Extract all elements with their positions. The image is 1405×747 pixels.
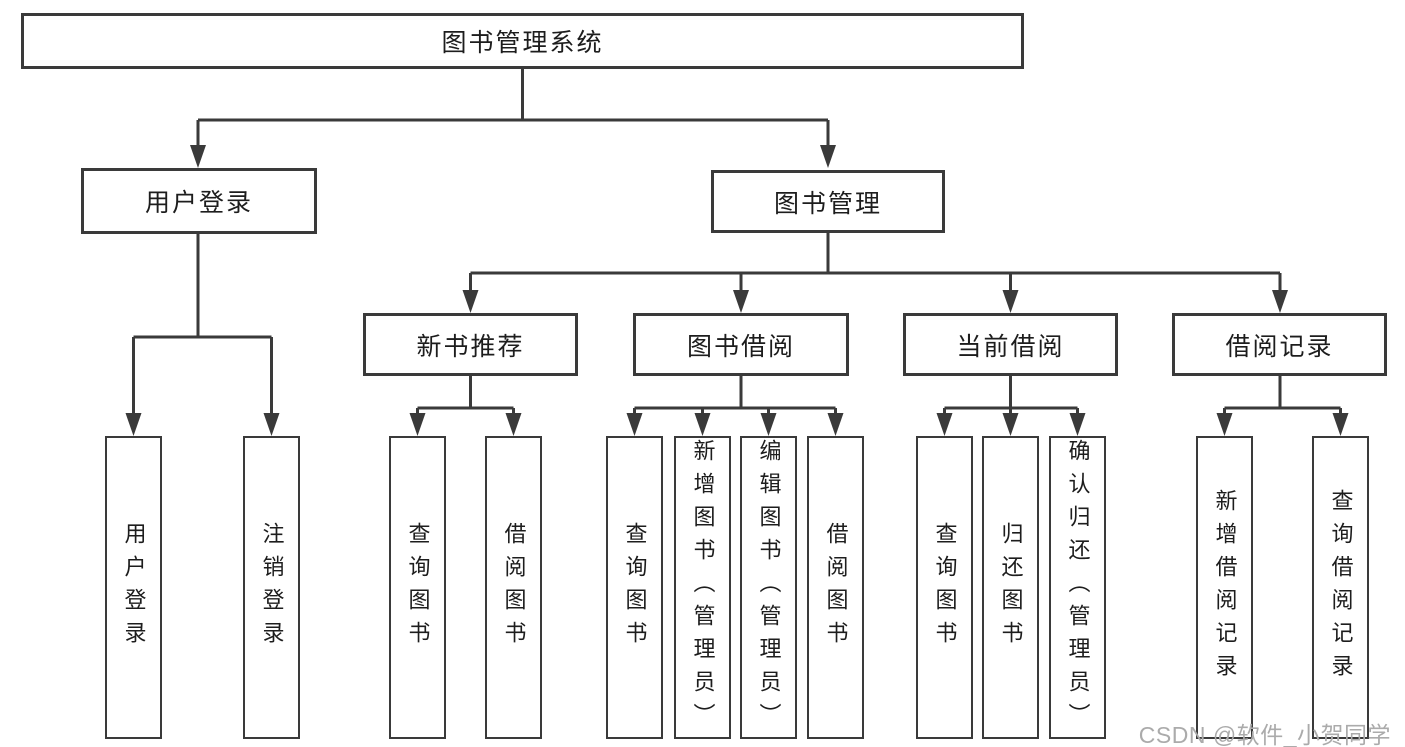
connector-root-to-level2 — [196, 69, 830, 150]
connector-current-borrow-to-children — [943, 376, 1079, 418]
arrowhead — [1272, 290, 1288, 313]
arrowhead — [1002, 290, 1019, 313]
leaf-add-borrow-record: 新增借阅记录 — [1196, 436, 1253, 739]
connector-book-borrow-to-children — [633, 376, 837, 418]
node-user-login: 用户登录 — [81, 168, 317, 234]
connector-new-book-recommend-to-children — [416, 376, 515, 418]
arrowhead — [733, 290, 749, 313]
node-label: 当前借阅 — [956, 332, 1065, 361]
connector-borrow-records-to-children — [1223, 376, 1342, 418]
leaf-label: 查询借阅记录 — [1328, 488, 1354, 687]
leaf-label: 确认归还（管理员） — [1065, 439, 1091, 736]
arrowhead — [827, 413, 844, 436]
arrowhead — [1216, 413, 1233, 436]
leaf-borrow-books-recommend: 借阅图书 — [485, 436, 542, 739]
leaf-label: 用户登录 — [121, 521, 147, 654]
leaf-label: 查询图书 — [405, 521, 431, 654]
arrowhead — [190, 145, 206, 168]
node-new-book-recommend: 新书推荐 — [363, 313, 578, 376]
leaf-label: 编辑图书（管理员） — [756, 439, 782, 736]
node-book-borrow: 图书借阅 — [633, 313, 849, 376]
leaf-return-books: 归还图书 — [982, 436, 1039, 739]
leaf-query-books-current: 查询图书 — [916, 436, 973, 739]
node-label: 新书推荐 — [416, 332, 525, 361]
leaf-user-login: 用户登录 — [105, 436, 162, 739]
leaf-label: 查询图书 — [622, 521, 648, 654]
leaf-label: 新增借阅记录 — [1212, 488, 1238, 687]
connector-book-management-to-groups — [469, 233, 1282, 295]
leaf-label: 借阅图书 — [501, 521, 527, 654]
arrowhead — [760, 413, 777, 436]
arrowhead — [505, 413, 522, 436]
leaf-label: 归还图书 — [998, 521, 1024, 654]
node-borrow-records: 借阅记录 — [1172, 313, 1387, 376]
node-label: 图书管理 — [773, 189, 882, 218]
leaf-logout-login: 注销登录 — [243, 436, 300, 739]
arrowhead — [125, 413, 142, 436]
arrowhead — [936, 413, 953, 436]
arrowhead — [263, 413, 280, 436]
watermark: CSDN @软件_小贺同学 — [1138, 722, 1391, 747]
arrowhead — [409, 413, 426, 436]
arrowhead — [1069, 413, 1086, 436]
arrowhead — [1002, 413, 1019, 436]
arrowhead — [820, 145, 836, 168]
leaf-query-books-recommend: 查询图书 — [389, 436, 446, 739]
leaf-borrow-books-borrow: 借阅图书 — [807, 436, 864, 739]
node-label: 用户登录 — [144, 189, 253, 217]
arrowhead — [1332, 413, 1349, 436]
node-library-system: 图书管理系统 — [21, 13, 1024, 69]
arrowhead — [462, 290, 479, 313]
leaf-query-borrow-record: 查询借阅记录 — [1312, 436, 1369, 739]
leaf-edit-book-admin: 编辑图书（管理员） — [740, 436, 797, 739]
node-label: 图书管理系统 — [441, 29, 604, 57]
leaf-label: 借阅图书 — [823, 521, 849, 654]
connector-user-login-to-children — [132, 234, 273, 418]
node-book-management: 图书管理 — [711, 170, 945, 233]
leaf-label: 查询图书 — [932, 521, 958, 654]
leaf-confirm-return-admin: 确认归还（管理员） — [1049, 436, 1106, 739]
leaf-label: 注销登录 — [259, 521, 285, 654]
node-current-borrow: 当前借阅 — [903, 313, 1118, 376]
leaf-label: 新增图书（管理员） — [690, 439, 716, 736]
leaf-query-books-borrow: 查询图书 — [606, 436, 663, 739]
node-label: 图书借阅 — [686, 332, 795, 361]
node-label: 借阅记录 — [1225, 332, 1334, 361]
arrowhead — [694, 413, 711, 436]
leaf-add-book-admin: 新增图书（管理员） — [674, 436, 731, 739]
arrowhead — [626, 413, 643, 436]
